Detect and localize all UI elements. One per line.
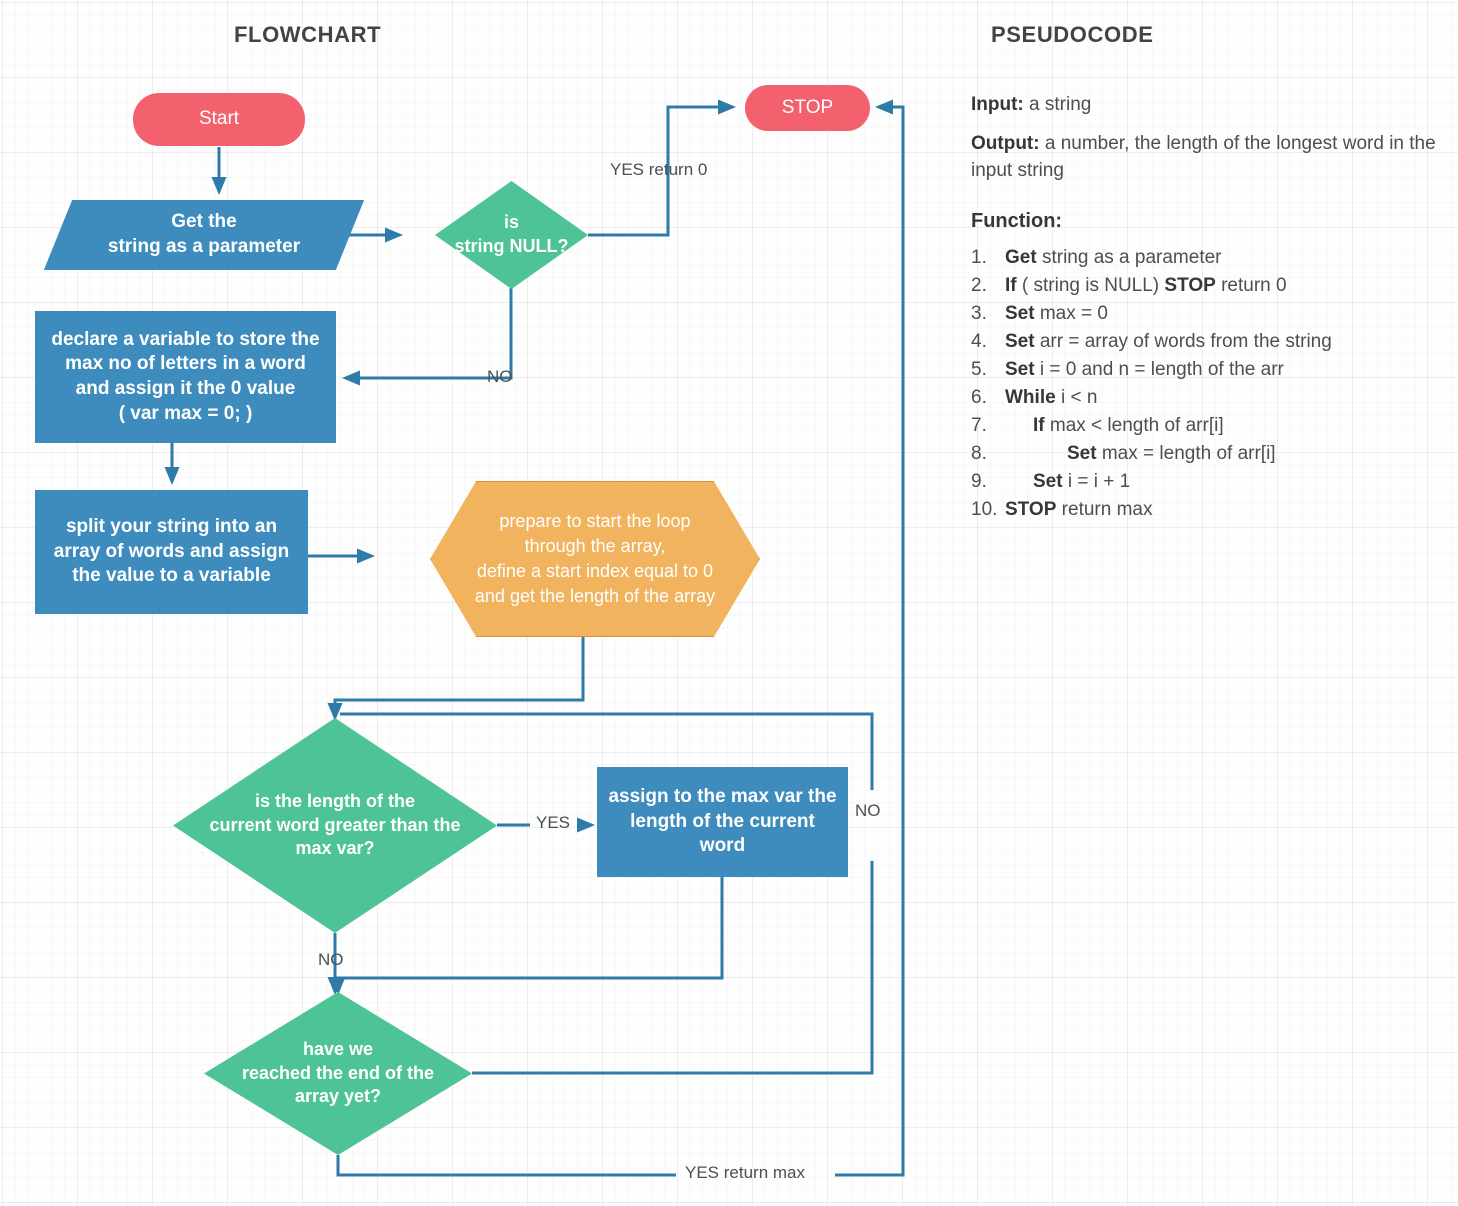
edge-is-null-yes-to-stop <box>588 99 736 237</box>
pseudocode-output-value: a number, the length of the longest word… <box>971 132 1436 181</box>
node-prepare-loop[interactable]: prepare to start the loop through the ar… <box>430 481 760 637</box>
pseudocode-step: 10. STOP return max <box>971 497 1441 524</box>
node-assign-max-label: assign to the max var the length of the … <box>608 785 837 857</box>
edge-label-no-right-loop: NO <box>855 801 881 820</box>
pseudocode-step-rest: return max <box>1056 499 1153 521</box>
pseudocode-step-number: 4. <box>971 331 987 353</box>
pseudocode-step-text: Set i = 0 and n = length of the arr <box>1005 357 1441 384</box>
edge-endcheck-no-up-a <box>472 861 874 1075</box>
pseudocode-step-number: 9. <box>971 471 987 493</box>
pseudocode-panel: Input: a string Output: a number, the le… <box>971 92 1441 525</box>
pseudocode-step-rest: i = i + 1 <box>1062 471 1131 493</box>
pseudocode-step: 2. If ( string is NULL) STOP return 0 <box>971 273 1441 300</box>
pseudocode-step-text: While i < n <box>1005 385 1441 412</box>
pseudocode-step-rest: i < n <box>1055 387 1098 409</box>
pseudocode-step-rest: ( string is NULL) <box>1016 275 1165 297</box>
pseudocode-step-text: If ( string is NULL) STOP return 0 <box>1005 273 1441 300</box>
node-assign-max[interactable]: assign to the max var the length of the … <box>597 767 848 877</box>
pseudocode-step-rest: string as a parameter <box>1036 247 1222 269</box>
node-start-label: Start <box>198 108 240 130</box>
pseudocode-step-text: Set i = i + 1 <box>1005 469 1441 496</box>
node-start[interactable]: Start <box>133 93 305 146</box>
node-declare-max[interactable]: declare a variable to store the max no o… <box>35 311 336 443</box>
pseudocode-step-keyword: While <box>1005 387 1056 409</box>
edge-label-yes-return-0: YES return 0 <box>610 160 708 179</box>
pseudocode-function-heading: Function: <box>971 209 1063 232</box>
pseudocode-step: 7. If max < length of arr[i] <box>971 413 1441 440</box>
pseudocode-step-keyword: STOP <box>1005 499 1057 521</box>
node-compare-length[interactable]: is the length of the current word greate… <box>173 718 497 933</box>
pseudocode-step-rest: max < length of arr[i] <box>1044 415 1224 437</box>
node-end-of-array[interactable]: have we reached the end of the array yet… <box>204 992 472 1155</box>
node-get-string-label: Get the string as a parameter <box>107 211 301 257</box>
pseudocode-step-number: 5. <box>971 359 987 381</box>
pseudocode-step-rest: max = 0 <box>1034 303 1108 325</box>
pseudocode-step-text: Get string as a parameter <box>1005 245 1441 272</box>
pseudocode-column-title: PSEUDOCODE <box>991 22 1154 47</box>
edge-prepare-to-compare <box>327 637 585 721</box>
pseudocode-step-number: 8. <box>971 443 987 465</box>
hexagon-shape <box>430 481 760 637</box>
edge-label-yes-return-max: YES return max <box>685 1163 805 1182</box>
edge-endcheck-no-up-b <box>340 712 874 790</box>
pseudocode-step-number: 7. <box>971 415 987 437</box>
pseudocode-step-keyword: Get <box>1005 247 1037 269</box>
node-stop-label: STOP <box>781 96 834 118</box>
edge-endcheck-yes-left <box>336 1155 676 1177</box>
flowchart-column-title: FLOWCHART <box>234 22 382 47</box>
pseudocode-input-label: Input: <box>971 94 1024 115</box>
pseudocode-output-label: Output: <box>971 132 1040 154</box>
pseudocode-step-number: 6. <box>971 387 987 409</box>
pseudocode-step-rest: max = length of arr[i] <box>1096 443 1276 465</box>
pseudocode-step-number: 2. <box>971 275 987 297</box>
node-stop[interactable]: STOP <box>745 85 870 131</box>
pseudocode-step-number: 1. <box>971 247 987 269</box>
pseudocode-step-keyword: Set <box>1005 331 1035 353</box>
pseudocode-input-value: a string <box>1023 94 1092 115</box>
node-prepare-loop-label: prepare to start the loop through the ar… <box>474 511 716 606</box>
pseudocode-step-text: Set max = 0 <box>1005 301 1441 328</box>
pseudocode-step-number: 10. <box>971 499 998 521</box>
pseudocode-step: 4. Set arr = array of words from the stri… <box>971 329 1441 356</box>
pseudocode-step-keyword: Set <box>1005 303 1035 325</box>
node-compare-length-label: is the length of the current word greate… <box>209 790 461 859</box>
edge-label-yes-to-assign: YES <box>536 813 571 832</box>
pseudocode-step-rest: arr = array of words from the string <box>1034 331 1332 353</box>
pseudocode-step: 3. Set max = 0 <box>971 301 1441 328</box>
pseudocode-output-line: Output: a number, the length of the long… <box>971 131 1441 185</box>
node-split-string[interactable]: split your string into an array of words… <box>35 490 308 614</box>
pseudocode-step-rest-2: return 0 <box>1215 275 1287 297</box>
node-end-of-array-label: have we reached the end of the array yet… <box>241 1038 435 1107</box>
pseudocode-input-line: Input: a string <box>971 92 1441 119</box>
pseudocode-step-number: 3. <box>971 303 987 325</box>
node-is-string-null[interactable]: is string NULL? <box>435 181 588 289</box>
pseudocode-step-keyword: Set <box>1067 443 1097 465</box>
pseudocode-step-keyword: Set <box>1005 359 1035 381</box>
edge-is-null-no-to-declare <box>342 288 513 386</box>
edge-endcheck-yes-to-stop <box>835 99 905 1177</box>
pseudocode-step: 6. While i < n <box>971 385 1441 412</box>
pseudocode-step-rest: i = 0 and n = length of the arr <box>1034 359 1284 381</box>
node-is-string-null-label: is string NULL? <box>454 212 569 256</box>
node-split-string-label: split your string into an array of words… <box>53 515 290 587</box>
pseudocode-step-list: 1. Get string as a parameter 2. If ( string… <box>971 245 1441 524</box>
pseudocode-step: 1. Get string as a parameter <box>971 245 1441 272</box>
pseudocode-step-text: Set max = length of arr[i] <box>1005 441 1441 468</box>
edge-label-no-compare-down: NO <box>318 950 344 969</box>
pseudocode-step-text: If max < length of arr[i] <box>1005 413 1441 440</box>
pseudocode-step-text: Set arr = array of words from the string <box>1005 329 1441 356</box>
pseudocode-step: 5. Set i = 0 and n = length of the arr <box>971 357 1441 384</box>
pseudocode-step-keyword: If <box>1033 415 1045 437</box>
pseudocode-step: 8. Set max = length of arr[i] <box>971 441 1441 468</box>
pseudocode-step-keyword-2: STOP <box>1164 275 1216 297</box>
node-get-string[interactable]: Get the string as a parameter <box>43 200 365 270</box>
edge-label-no-to-declare: NO <box>487 367 513 386</box>
pseudocode-step-keyword: If <box>1005 275 1017 297</box>
node-declare-max-label: declare a variable to store the max no o… <box>51 328 320 424</box>
pseudocode-step-text: STOP return max <box>1005 497 1441 524</box>
pseudocode-step: 9. Set i = i + 1 <box>971 469 1441 496</box>
pseudocode-step-keyword: Set <box>1033 471 1063 493</box>
